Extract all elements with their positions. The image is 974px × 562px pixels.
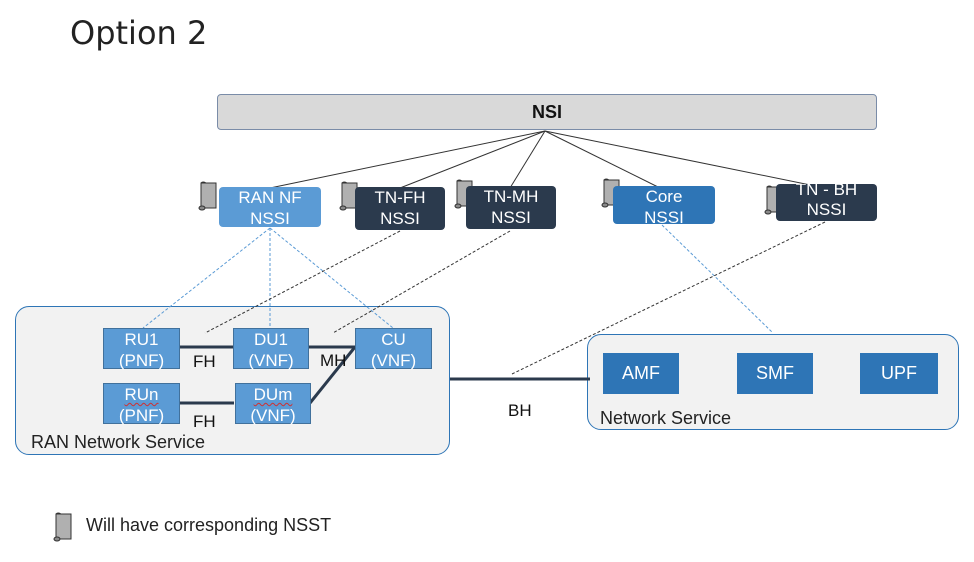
scroll-icon [339,181,358,211]
nf-du1-line1: DU1 [253,330,288,349]
nsi-label: NSI [531,101,562,122]
nssi-tn-bh-line1: TN - BH [795,184,858,199]
page-title: Option 2 [70,14,208,52]
nf-upf: UPF [860,353,938,394]
fh-label-top: FH [193,352,216,371]
nssi-core-line2: NSSI [644,208,684,224]
scroll-icon [53,512,72,542]
nssi-tn-fh-line1: TN-FH [374,188,426,207]
mh-label: MH [320,351,347,370]
legend-text: Will have corresponding NSST [86,515,332,535]
nf-cu: CU (VNF) [355,328,432,370]
nf-upf-label: UPF [881,363,917,383]
nf-du1: DU1 (VNF) [233,328,309,370]
nsi-link-tn-bh [544,130,826,189]
nf-amf: AMF [603,353,679,394]
nssi-core-line1: Core [645,187,683,206]
nssi-ran-nf: RAN NF NSSI [219,187,321,227]
nf-ru1-line2: (PNF) [118,351,165,370]
nssi-ran-nf-line2: NSSI [250,209,290,227]
nssi-tn-fh-line2: NSSI [380,209,420,228]
nf-du1-line2: (VNF) [248,351,294,370]
ran-map-cu [269,227,394,329]
ran-network-service-label: RAN Network Service [31,432,206,452]
nf-ru1: RU1 (PNF) [103,328,180,370]
tn-fh-map [204,230,401,334]
nf-dum: DUm (VNF) [235,383,311,425]
core-map [661,224,774,334]
nssi-tn-bh-line2: NSSI [806,200,847,219]
nssi-ran-nf-line1: RAN NF [238,188,302,207]
nsi-links [269,130,826,189]
nsi-link-tn-mh [509,130,546,189]
nf-dum-line1: DUm [253,385,293,404]
tn-mh-map [332,230,511,334]
nssi-core: Core NSSI [613,186,715,224]
fh-label-bottom: FH [193,412,216,431]
nf-dum-line2: (VNF) [250,406,296,425]
nf-smf: SMF [737,353,813,394]
tn-bh-map [511,221,826,375]
nssi-tn-mh-line2: NSSI [491,208,531,227]
nsi-link-ran-nf [269,130,546,189]
nf-run-line2: (PNF) [118,406,165,425]
ran-nf-mapping [142,227,394,329]
tn-mapping [204,230,511,334]
bh-label: BH [508,401,532,420]
nssi-tn-fh: TN-FH NSSI [355,187,445,230]
nf-cu-line1: CU [381,330,406,349]
nf-smf-label: SMF [756,363,794,383]
nf-amf-label: AMF [622,363,660,383]
nssi-tn-mh: TN-MH NSSI [466,186,556,229]
scroll-icon [198,181,217,211]
nssi-tn-mh-line1: TN-MH [483,187,539,206]
core-network-service-label: Network Service [600,408,732,428]
nsi-bar: NSI [217,94,877,130]
nf-ru1-line1: RU1 [124,330,159,349]
nf-run: RUn (PNF) [103,383,180,425]
nf-run-line1: RUn [124,385,159,404]
nssi-tn-bh: TN - BH NSSI [776,184,877,221]
nf-cu-line2: (VNF) [370,351,417,370]
ran-map-ru1 [142,227,271,329]
